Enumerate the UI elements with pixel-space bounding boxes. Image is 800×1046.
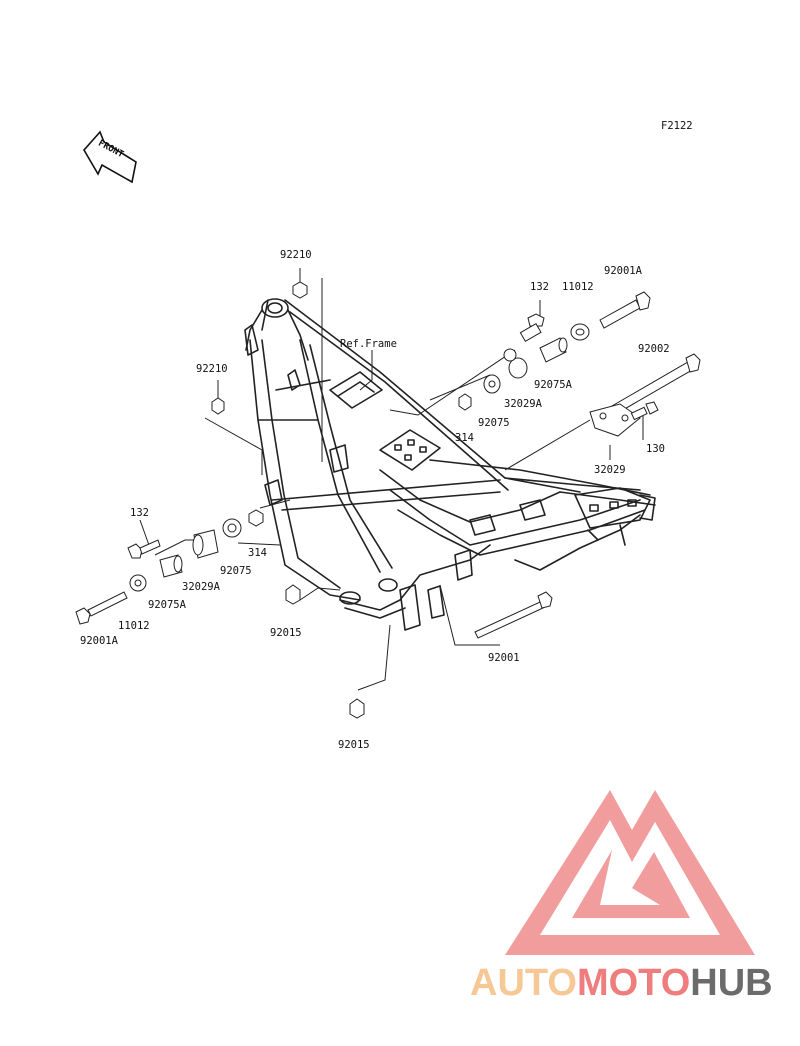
label-32029A-right: 32029A [504, 398, 543, 410]
label-92075A-right: 92075A [534, 379, 573, 391]
label-130: 130 [646, 443, 665, 455]
washer-11012-right-icon [570, 323, 590, 341]
bolt-92001-icon [474, 591, 553, 639]
label-92075A-left: 92075A [148, 599, 187, 611]
label-132-left: 132 [130, 507, 149, 519]
bolt-130-icon [630, 401, 659, 421]
label-92001A-left: 92001A [80, 635, 119, 647]
washer-11012-left-icon [129, 574, 147, 592]
collar-32029A-right-icon [503, 348, 528, 379]
label-ref-frame: Ref.Frame [340, 338, 397, 350]
nut-92210-top-icon [292, 281, 308, 299]
label-132-right: 132 [530, 281, 549, 293]
bushing-92075A-left-icon [159, 554, 183, 578]
spacer-92075-right-icon [483, 374, 501, 394]
watermark-logo [505, 790, 755, 955]
bushing-92075A-right-icon [539, 337, 568, 363]
label-92015-bottom: 92015 [338, 739, 370, 751]
collar-32029A-left-icon [192, 529, 219, 559]
bolt-92001A-right-icon [599, 291, 651, 329]
part-labels: 92210 Ref.Frame 92210 132 11012 92001A 9… [80, 249, 670, 751]
label-32029: 32029 [594, 464, 626, 476]
hardware-parts [75, 281, 701, 719]
nut-92210-left-icon [211, 397, 225, 415]
label-314-right: 314 [455, 432, 474, 444]
label-11012-right: 11012 [562, 281, 594, 293]
motorcycle-frame [244, 298, 656, 631]
watermark-part-moto: MOTO [576, 962, 691, 1004]
figure-code: F2122 [661, 120, 693, 132]
bolt-92001A-left-icon [75, 591, 128, 625]
label-92210-top: 92210 [280, 249, 312, 261]
label-314-left: 314 [248, 547, 267, 559]
spacer-92075-left-icon [222, 518, 242, 538]
plate-32029-icon [589, 403, 641, 437]
label-92015-mid: 92015 [270, 627, 302, 639]
label-92001: 92001 [488, 652, 520, 664]
bolt-132-left-icon [127, 539, 161, 559]
nut-92015-mid-icon [285, 584, 301, 605]
label-11012-left: 11012 [118, 620, 150, 632]
label-92002: 92002 [638, 343, 670, 355]
label-92210-left: 92210 [196, 363, 228, 375]
label-32029A-left: 32029A [182, 581, 221, 593]
label-92075-right: 92075 [478, 417, 510, 429]
nut-314-left-icon [248, 509, 264, 527]
label-92001A-right: 92001A [604, 265, 643, 277]
nut-92015-bottom-icon [349, 698, 365, 719]
label-92075-left: 92075 [220, 565, 252, 577]
watermark-part-auto: AUTO [470, 962, 577, 1004]
watermark-part-hub: HUB [690, 962, 773, 1004]
watermark-wordmark: AUTOMOTOHUB [470, 962, 773, 1005]
nut-314-right-icon [458, 393, 472, 411]
front-arrow-icon: FRONT [83, 130, 137, 184]
bolt-132-right-icon [519, 313, 545, 343]
